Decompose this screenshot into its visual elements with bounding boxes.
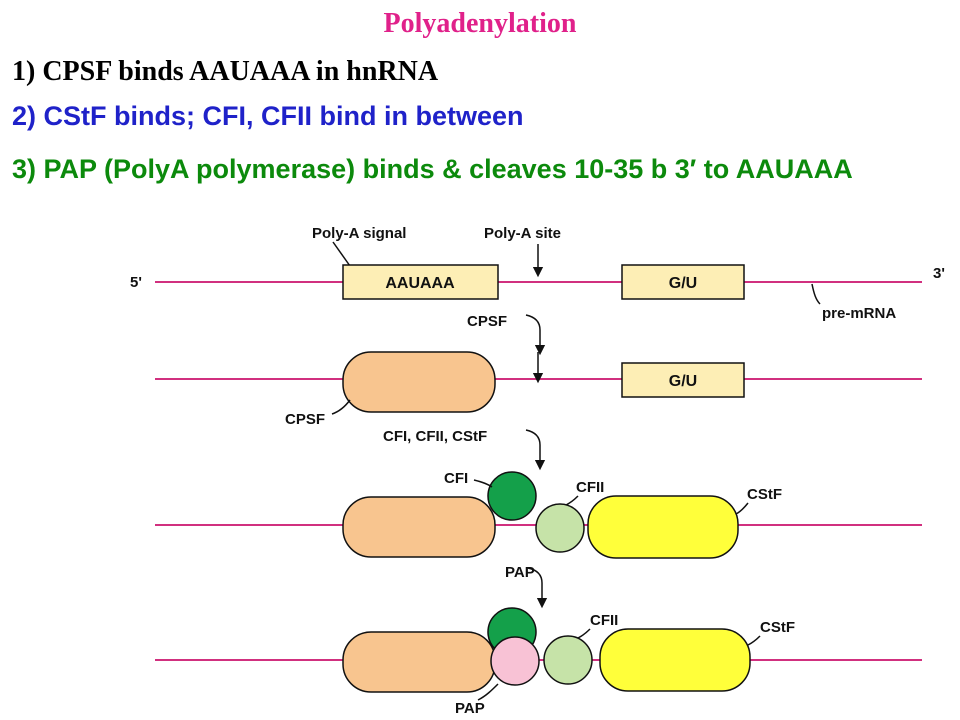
cpsf-label-2: CPSF [285, 411, 325, 428]
five-prime-label: 5' [130, 274, 142, 291]
cstf-pointer-4 [747, 635, 761, 646]
cstf-label-4: CStF [760, 619, 795, 636]
pre-mrna-pointer [811, 283, 821, 305]
arrow-3 [527, 567, 548, 609]
cfii-label-3: CFII [576, 479, 604, 496]
arrow-2 [525, 429, 546, 471]
cpsf-complex-4 [342, 631, 496, 693]
row-3-complex-assembly: CFI CFII CStF [155, 470, 922, 559]
cpsf-pointer-2 [331, 399, 351, 415]
arrow-2-label: CFI, CFII, CStF [383, 428, 487, 445]
poly-a-signal-pointer [332, 241, 351, 267]
page-title: Polyadenylation [383, 8, 577, 39]
poly-a-signal-label: Poly-A signal [312, 225, 406, 242]
cstf-complex-3 [587, 495, 739, 559]
arrow-1-label: CPSF [467, 313, 507, 330]
cfii-label-4: CFII [590, 612, 618, 629]
row-2-cpsf-bound: G/U CPSF [155, 351, 922, 428]
cfii-circle-3 [535, 503, 585, 553]
gu-label-2: G/U [669, 373, 697, 390]
step-arrow-2: CFI, CFII, CStF [383, 428, 546, 471]
cpsf-complex-2 [342, 351, 496, 413]
cstf-label-3: CStF [747, 486, 782, 503]
pap-label-4: PAP [455, 700, 485, 717]
row-1-pre-mrna: Poly-A signal Poly-A site 5' 3' AAUAAA G… [130, 225, 945, 322]
cfii-pointer-4 [577, 628, 591, 639]
step-arrow-3: PAP [505, 564, 548, 609]
step-2-text: 2) CStF binds; CFI, CFII bind in between [12, 101, 524, 131]
cfii-circle-4 [543, 635, 593, 685]
gu-label-1: G/U [669, 275, 697, 292]
aauaaa-label: AAUAAA [385, 275, 455, 292]
cfi-circle-3 [487, 471, 537, 521]
cfi-pointer-3 [473, 479, 493, 488]
pap-pointer-4 [477, 683, 499, 701]
cfii-pointer-3 [565, 495, 579, 506]
gu-box-1 [621, 264, 745, 300]
pre-mrna-label: pre-mRNA [822, 305, 896, 322]
step-1-text: 1) CPSF binds AAUAAA in hnRNA [12, 56, 439, 87]
cstf-complex-4 [599, 628, 751, 692]
row-4-cleavage-complex: CFII CStF PAP [155, 607, 922, 717]
gu-box-2 [621, 362, 745, 398]
step-arrow-1: CPSF [467, 313, 546, 356]
pap-circle-4 [490, 636, 540, 686]
cstf-pointer-3 [735, 502, 749, 515]
step-3-text: 3) PAP (PolyA polymerase) binds & cleave… [12, 154, 853, 184]
arrow-3-label: PAP [505, 564, 535, 581]
cpsf-complex-3 [342, 496, 496, 558]
aauaaa-box [342, 264, 499, 300]
arrow-1 [525, 314, 546, 356]
three-prime-label: 3' [933, 265, 945, 282]
cfi-label-3: CFI [444, 470, 468, 487]
poly-a-site-label: Poly-A site [484, 225, 561, 242]
